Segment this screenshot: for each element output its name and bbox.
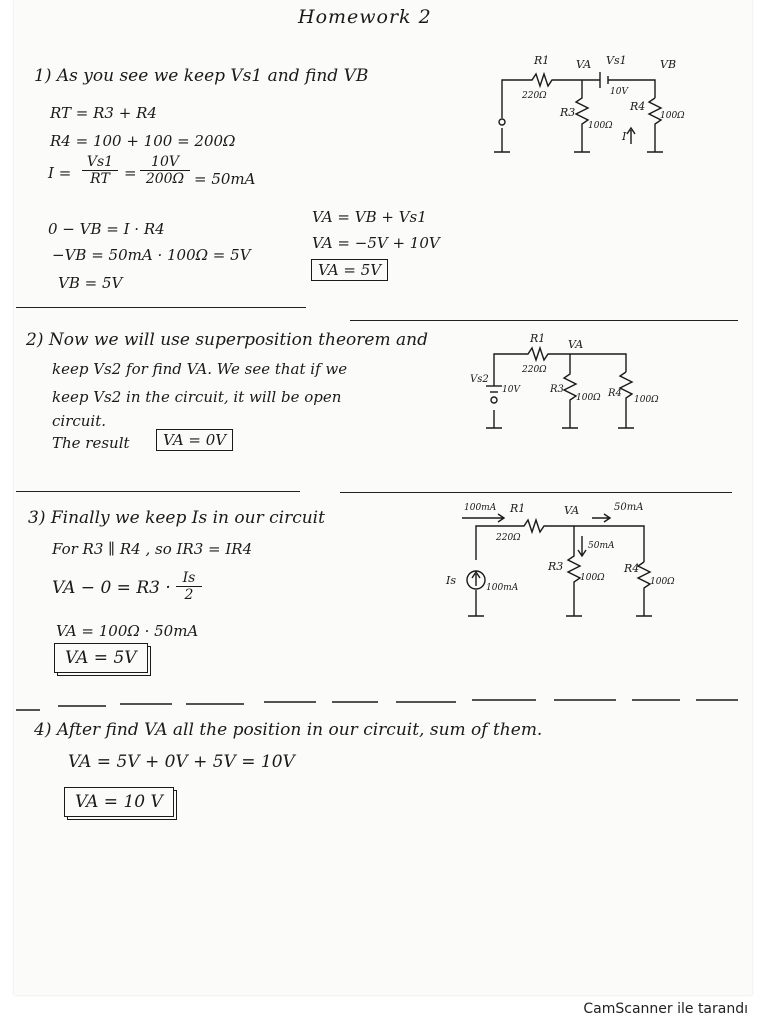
part1-eq-va-sum: VA = VB + Vs1 xyxy=(312,208,427,226)
circuit3-diagram: 100mA R1 220Ω VA 50mA 50mA R3 100Ω R4 10… xyxy=(445,502,675,617)
part1-eq-vb-calc: −VB = 50mA · 100Ω = 5V xyxy=(52,246,251,264)
frac-denominator: RT xyxy=(90,171,110,187)
circuit2-r3-label: R3 xyxy=(549,384,564,395)
part4-eq-sum: VA = 5V + 0V + 5V = 10V xyxy=(68,752,295,772)
part1-eq-i-result: = 50mA xyxy=(194,170,256,188)
section-divider-2a xyxy=(16,491,300,492)
part4-result-box: VA = 10 V xyxy=(64,787,174,817)
circuit2-r4-value: 100Ω xyxy=(634,395,659,405)
circuit1-ground xyxy=(494,128,510,153)
part1-eq-i-lhs: I = xyxy=(48,164,72,182)
circuit1-r4-value: 100Ω xyxy=(660,111,685,121)
circuit1-top-wire xyxy=(501,71,656,118)
part2-line2: keep Vs2 for find VA. We see that if we xyxy=(52,360,348,378)
circuit1-vb-label: VB xyxy=(660,58,676,71)
part1-heading: 1) As you see we keep Vs1 and find VB xyxy=(34,66,369,86)
circuit1-i-label: I xyxy=(621,130,627,143)
part3-result-box: VA = 5V xyxy=(54,643,148,673)
part1-result-box: VA = 5V xyxy=(311,259,389,281)
section-divider-2b xyxy=(340,492,732,493)
part2-line4: circuit. xyxy=(52,412,107,430)
scanner-watermark: CamScanner ile tarandı xyxy=(583,1001,748,1017)
circuit1-r4 xyxy=(647,97,663,153)
homework-page xyxy=(14,0,752,995)
part1-eq-r4: R4 = 100 + 100 = 200Ω xyxy=(50,132,236,150)
circuit2-r1-label: R1 xyxy=(529,332,545,345)
circuit2-vs2-label: Vs2 xyxy=(470,374,489,385)
circuit1-terminal xyxy=(498,118,506,126)
circuit2-r1-value: 220Ω xyxy=(521,365,547,375)
part1-eq-vb: VB = 5V xyxy=(58,274,123,292)
circuit3-ground xyxy=(468,590,484,617)
circuit3-top-wire xyxy=(475,517,645,562)
part3-eq-va-lhs: VA − 0 = R3 · xyxy=(52,578,171,598)
part1-eq-kvl: 0 − VB = I · R4 xyxy=(48,220,165,238)
circuit2-va-label: VA xyxy=(568,338,583,351)
circuit2-top-wire xyxy=(493,345,627,386)
frac-numerator: Vs1 xyxy=(82,154,118,171)
frac-numerator: Is xyxy=(176,570,202,587)
circuit1-r3-label: R3 xyxy=(559,106,575,119)
circuit3-r4 xyxy=(636,561,652,617)
circuit3-r3-arrow xyxy=(577,536,587,558)
circuit3-r1-label: R1 xyxy=(509,502,525,515)
circuit2-terminal xyxy=(490,396,498,404)
circuit1-r4-label: R4 xyxy=(629,100,645,113)
circuit3-r3-value: 100Ω xyxy=(580,573,605,583)
part2-result-label: The result xyxy=(52,434,130,452)
circuit1-r1-value: 220Ω xyxy=(521,91,547,101)
part1-frac-vs1-rt: Vs1 RT xyxy=(82,154,118,187)
circuit3-in-current: 100mA xyxy=(464,503,497,513)
page-title: Homework 2 xyxy=(298,6,432,28)
part3-heading: 3) Finally we keep Is in our circuit xyxy=(28,508,325,528)
section-divider-1b xyxy=(350,320,738,321)
part1-eq-sign: = xyxy=(124,164,137,182)
circuit3-va-label: VA xyxy=(564,504,579,517)
circuit2-r3 xyxy=(562,354,578,429)
circuit2-diagram: R1 220Ω VA Vs2 10V R3 100Ω R4 100Ω xyxy=(470,332,659,429)
part2-line3: keep Vs2 in the circuit, it will be open xyxy=(52,388,342,406)
section-divider-3 xyxy=(16,699,738,711)
circuit3-in-arrow xyxy=(462,513,506,523)
circuit2-ground xyxy=(486,410,502,429)
circuit2-vs2-value: 10V xyxy=(502,385,521,395)
part2-line1: 2) Now we will use superposition theorem… xyxy=(26,330,428,350)
circuit1-diagram: R1 220Ω VA Vs1 10V VB R3 100Ω R4 100Ω I xyxy=(494,54,685,153)
circuit3-r3-current: 50mA xyxy=(588,541,615,551)
circuit1-vs1-value: 10V xyxy=(610,87,629,97)
circuit2-r4 xyxy=(618,371,634,429)
part3-parallel-note: For R3 ∥ R4 , so IR3 = IR4 xyxy=(52,540,253,558)
frac-denominator: 2 xyxy=(184,587,194,603)
circuit1-current-arrow xyxy=(626,126,636,144)
part4-heading: 4) After find VA all the position in our… xyxy=(34,720,543,740)
circuit3-r3-label: R3 xyxy=(547,560,563,573)
part1-eq-rt: RT = R3 + R4 xyxy=(50,104,157,122)
circuit3-r4-value: 100Ω xyxy=(650,577,675,587)
circuit3-out-arrow xyxy=(592,513,612,523)
circuit3-is-label: Is xyxy=(445,574,456,587)
part1-frac-10v-200: 10V 200Ω xyxy=(140,154,190,187)
part3-frac-is-2: Is 2 xyxy=(176,570,202,603)
circuit3-out-current: 50mA xyxy=(614,502,643,513)
circuit2-r3-value: 100Ω xyxy=(576,393,601,403)
circuit3-r3 xyxy=(566,526,582,617)
part1-eq-va-calc: VA = −5V + 10V xyxy=(312,234,440,252)
circuit2-r4-label: R4 xyxy=(607,388,622,399)
circuit1-r3-value: 100Ω xyxy=(588,121,613,131)
frac-numerator: 10V xyxy=(140,154,190,171)
section-divider-1a xyxy=(16,307,306,308)
circuit3-source-arrow xyxy=(471,570,481,586)
circuit3-r1-value: 220Ω xyxy=(495,533,521,543)
circuit1-r3 xyxy=(574,80,590,153)
circuit1-vs1-label: Vs1 xyxy=(606,54,627,67)
part2-result-box: VA = 0V xyxy=(156,429,234,451)
circuit1-va-label: VA xyxy=(576,58,591,71)
circuit3-r4-label: R4 xyxy=(623,562,639,575)
frac-denominator: 200Ω xyxy=(145,171,185,187)
part3-eq-va-calc: VA = 100Ω · 50mA xyxy=(56,622,199,640)
circuit1-r1-label: R1 xyxy=(533,54,549,67)
circuit3-is-value: 100mA xyxy=(486,583,519,593)
